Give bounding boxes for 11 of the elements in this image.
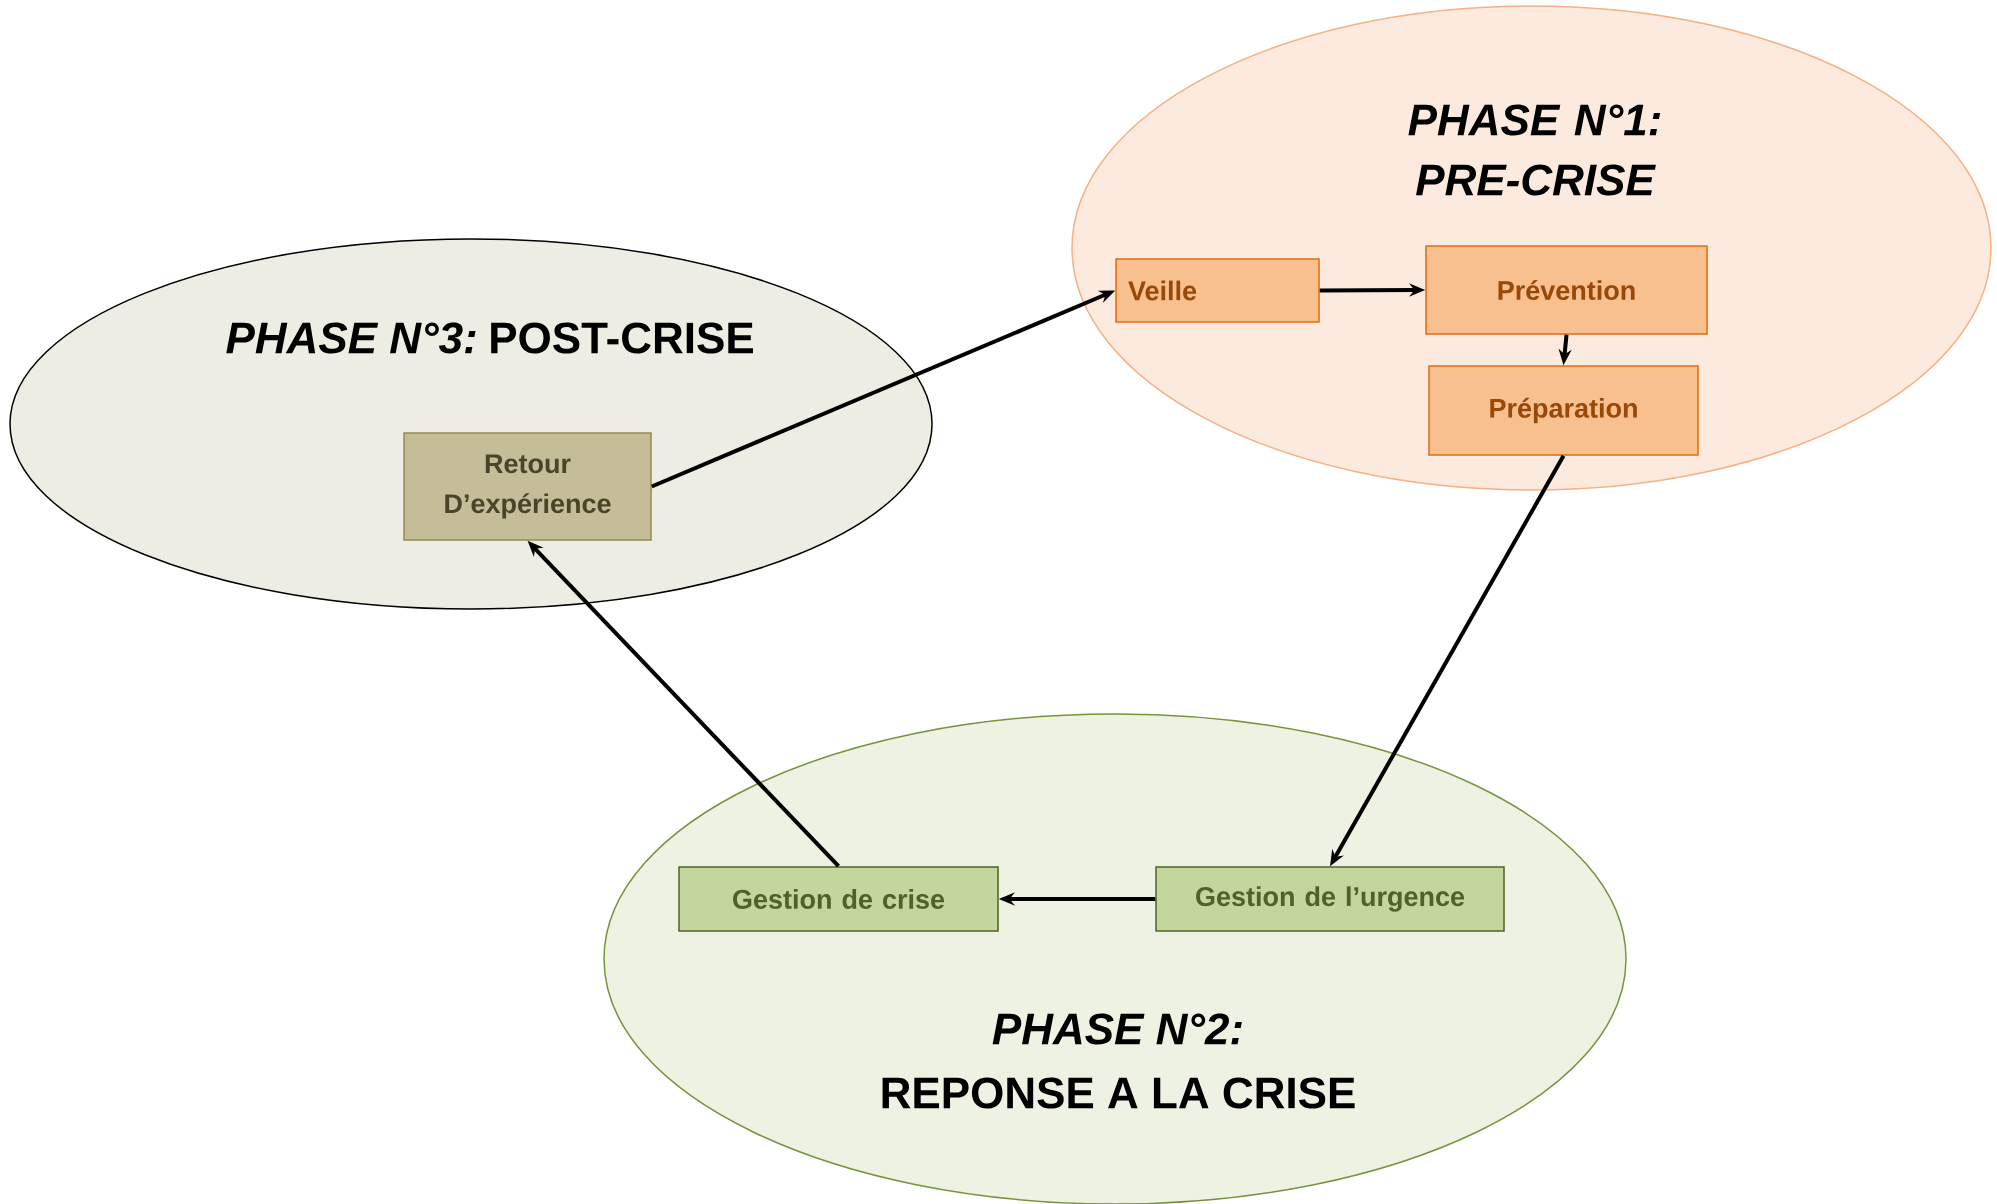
process-box: Retour D’expérience bbox=[403, 432, 652, 541]
phase-heading: PHASE N°3: bbox=[226, 322, 476, 354]
phase-heading: PHASE N°1: PRE-CRISE bbox=[1408, 104, 1661, 196]
phase-heading: PHASE N°2: bbox=[992, 1013, 1242, 1045]
phase-heading: REPONSE A LA CRISE bbox=[882, 1077, 1355, 1109]
process-box: Préparation bbox=[1428, 365, 1699, 456]
process-box: Gestion de crise bbox=[678, 866, 999, 932]
process-box: Veille bbox=[1115, 258, 1320, 323]
process-box: Prévention bbox=[1425, 245, 1708, 335]
process-box: Gestion de l’urgence bbox=[1155, 866, 1505, 932]
phase-heading: POST-CRISE bbox=[491, 322, 753, 354]
